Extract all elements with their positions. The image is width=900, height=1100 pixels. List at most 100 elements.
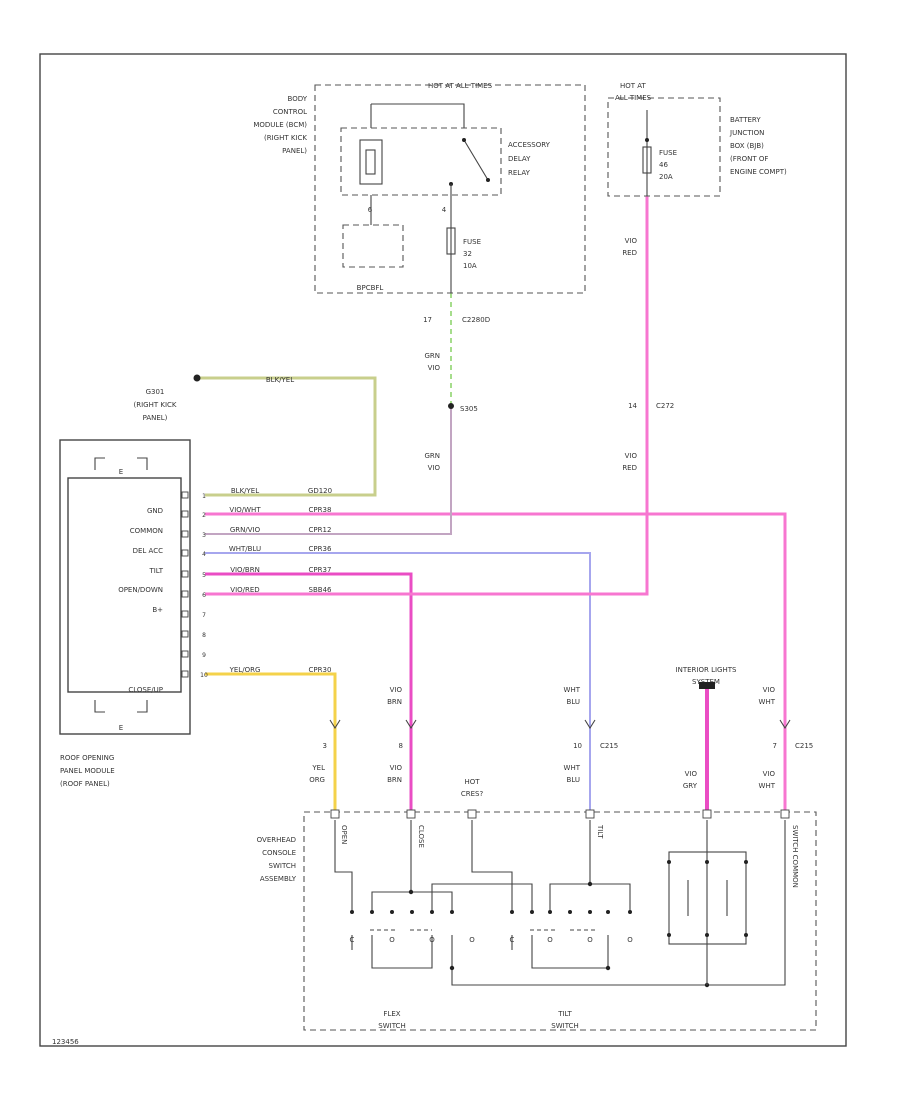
switch-contact-top-9	[568, 910, 572, 914]
bjb-name-1: JUNCTION	[729, 129, 764, 137]
c-yel-wire-0: YEL	[311, 764, 325, 772]
console-name-1: CONSOLE	[262, 849, 296, 857]
bcm-name-1: CONTROL	[273, 108, 307, 116]
feed-labels: 17 C2280D GRN VIO S305 GRN VIO VIO RED 1…	[423, 237, 674, 472]
module-pin-7: 8	[202, 632, 206, 639]
console-entry-pin-5	[780, 809, 790, 819]
module-pin-9: 10	[200, 672, 208, 679]
module-pin-mark-8	[181, 650, 189, 658]
module-circuit-1: CPR38	[309, 506, 332, 514]
console-entry-pin-2	[467, 809, 477, 819]
grn-vio-bottom-0: GRN	[424, 452, 440, 460]
switch-contact-top-10	[588, 910, 592, 914]
c-yel-pin: 3	[323, 742, 327, 750]
c-wht-wire-1: WHT	[759, 782, 776, 790]
ground-name-2: PANEL)	[143, 414, 168, 422]
contact-label-0: C	[350, 936, 355, 944]
module-label-4: OPEN/DOWN	[118, 586, 163, 594]
module-wire-2: GRN/VIO	[230, 526, 261, 534]
console-name-0: OVERHEAD	[257, 836, 296, 844]
module-pin-mark-9	[181, 670, 189, 678]
module-wire-1: VIO/WHT	[229, 506, 261, 514]
fuse-46-label-1: 46	[659, 161, 668, 169]
module-circuit-3: CPR36	[309, 545, 332, 553]
c272-pin: 14	[628, 402, 637, 410]
module-bottom-marker: E	[119, 724, 123, 732]
switch-contact-top-2	[390, 910, 394, 914]
top-wht-blu-0: WHT	[564, 686, 581, 694]
module-pin-8: 9	[202, 652, 206, 659]
tilt-switch-0: TILT	[557, 1010, 572, 1018]
module-name-2: (ROOF PANEL)	[60, 780, 110, 788]
ground-g301: G301 (RIGHT KICK PANEL) BLK/YEL	[134, 374, 294, 422]
fuse-32-label-0: FUSE	[463, 238, 481, 246]
module-pin-3: 4	[202, 551, 206, 558]
switch-contact-top-0	[350, 910, 354, 914]
wire-vio-brn	[205, 572, 413, 812]
c-brn-wire-1: BRN	[387, 776, 402, 784]
c-brn-pin: 8	[399, 742, 403, 750]
module-wire-3: WHT/BLU	[229, 545, 261, 553]
grn-vio-top-1: VIO	[428, 364, 441, 372]
module-pin-mark-2	[181, 530, 189, 538]
tilt-switch-1: SWITCH	[551, 1022, 578, 1030]
interior-lights-0: INTERIOR LIGHTS	[676, 666, 737, 674]
bjb-hot-1: ALL TIMES	[615, 94, 652, 102]
overhead-console: OVERHEAD CONSOLE SWITCH ASSEMBLY OPEN CL…	[257, 809, 817, 1031]
ground-name-0: G301	[146, 388, 165, 396]
wire-vio-wht	[205, 512, 787, 812]
wire-blk-yel	[197, 376, 377, 497]
top-wht-blu-1: BLU	[567, 698, 580, 706]
module-pin-mark-3	[181, 549, 189, 557]
c-brn-wire-0: VIO	[390, 764, 403, 772]
module-circuit-0: GD120	[308, 487, 332, 495]
bcm-hot-label: HOT AT ALL TIMES	[428, 82, 493, 90]
module-wire-0: BLK/YEL	[231, 487, 259, 495]
module-top-marker: E	[119, 468, 123, 476]
ground-wire: BLK/YEL	[266, 376, 294, 384]
module-circuit-5: SBB46	[309, 586, 333, 594]
bjb-name-3: (FRONT OF	[730, 155, 768, 163]
vert-switch-common: SWITCH COMMON	[791, 825, 799, 888]
fuse-32-label-1: 32	[463, 250, 472, 258]
switch-contact-top-4	[430, 910, 434, 914]
relay-pin-label: 6	[368, 206, 373, 214]
lower-connectors: VIO BRN WHT BLU VIO WHT INTERIOR LIGHTS …	[309, 666, 813, 798]
flex-switch-0: FLEX	[383, 1010, 400, 1018]
c-wht-blu-pin: 10	[573, 742, 582, 750]
wire-wht-blu	[205, 552, 591, 812]
hot-label-1: CRES?	[461, 790, 484, 798]
contact-label-7: O	[627, 936, 633, 944]
switch-contact-top-8	[548, 910, 552, 914]
module-pin-mark-5	[181, 590, 189, 598]
bcm-name-3: (RIGHT KICK	[264, 134, 307, 142]
switch-contact-top-1	[370, 910, 374, 914]
fuse-46-label-0: FUSE	[659, 149, 677, 157]
module-name-0: ROOF OPENING	[60, 754, 114, 762]
console-name-3: ASSEMBLY	[260, 875, 297, 883]
module-label-3: TILT	[148, 567, 163, 575]
fuse-32-label-2: 10A	[463, 262, 477, 270]
module-pin-2: 3	[202, 532, 206, 539]
c2280d-label: C2280D	[462, 316, 490, 324]
contact-label-4: C	[510, 936, 515, 944]
c-wht-blu-wire-0: WHT	[564, 764, 581, 772]
module-pin-mark-4	[181, 570, 189, 578]
module-label-5: B+	[152, 606, 163, 614]
s305-label: S305	[460, 405, 478, 413]
bjb-name-4: ENGINE COMPT)	[730, 168, 787, 176]
module-circuit-6: CPR30	[309, 666, 332, 674]
ground-name-1: (RIGHT KICK	[134, 401, 177, 409]
grn-vio-bottom-1: VIO	[428, 464, 441, 472]
module-pin-mark-0	[181, 491, 189, 499]
relay-label-1: DELAY	[508, 155, 531, 163]
red-bottom-0: VIO	[625, 452, 638, 460]
switch-contact-top-6	[510, 910, 514, 914]
switch-contact-top-7	[530, 910, 534, 914]
wire-vio-red	[205, 196, 649, 596]
console-entry-pin-0	[330, 809, 340, 819]
relay-coil	[359, 139, 383, 185]
bcm-block: HOT AT ALL TIMES BODY CONTROL MODULE (BC…	[253, 82, 586, 294]
